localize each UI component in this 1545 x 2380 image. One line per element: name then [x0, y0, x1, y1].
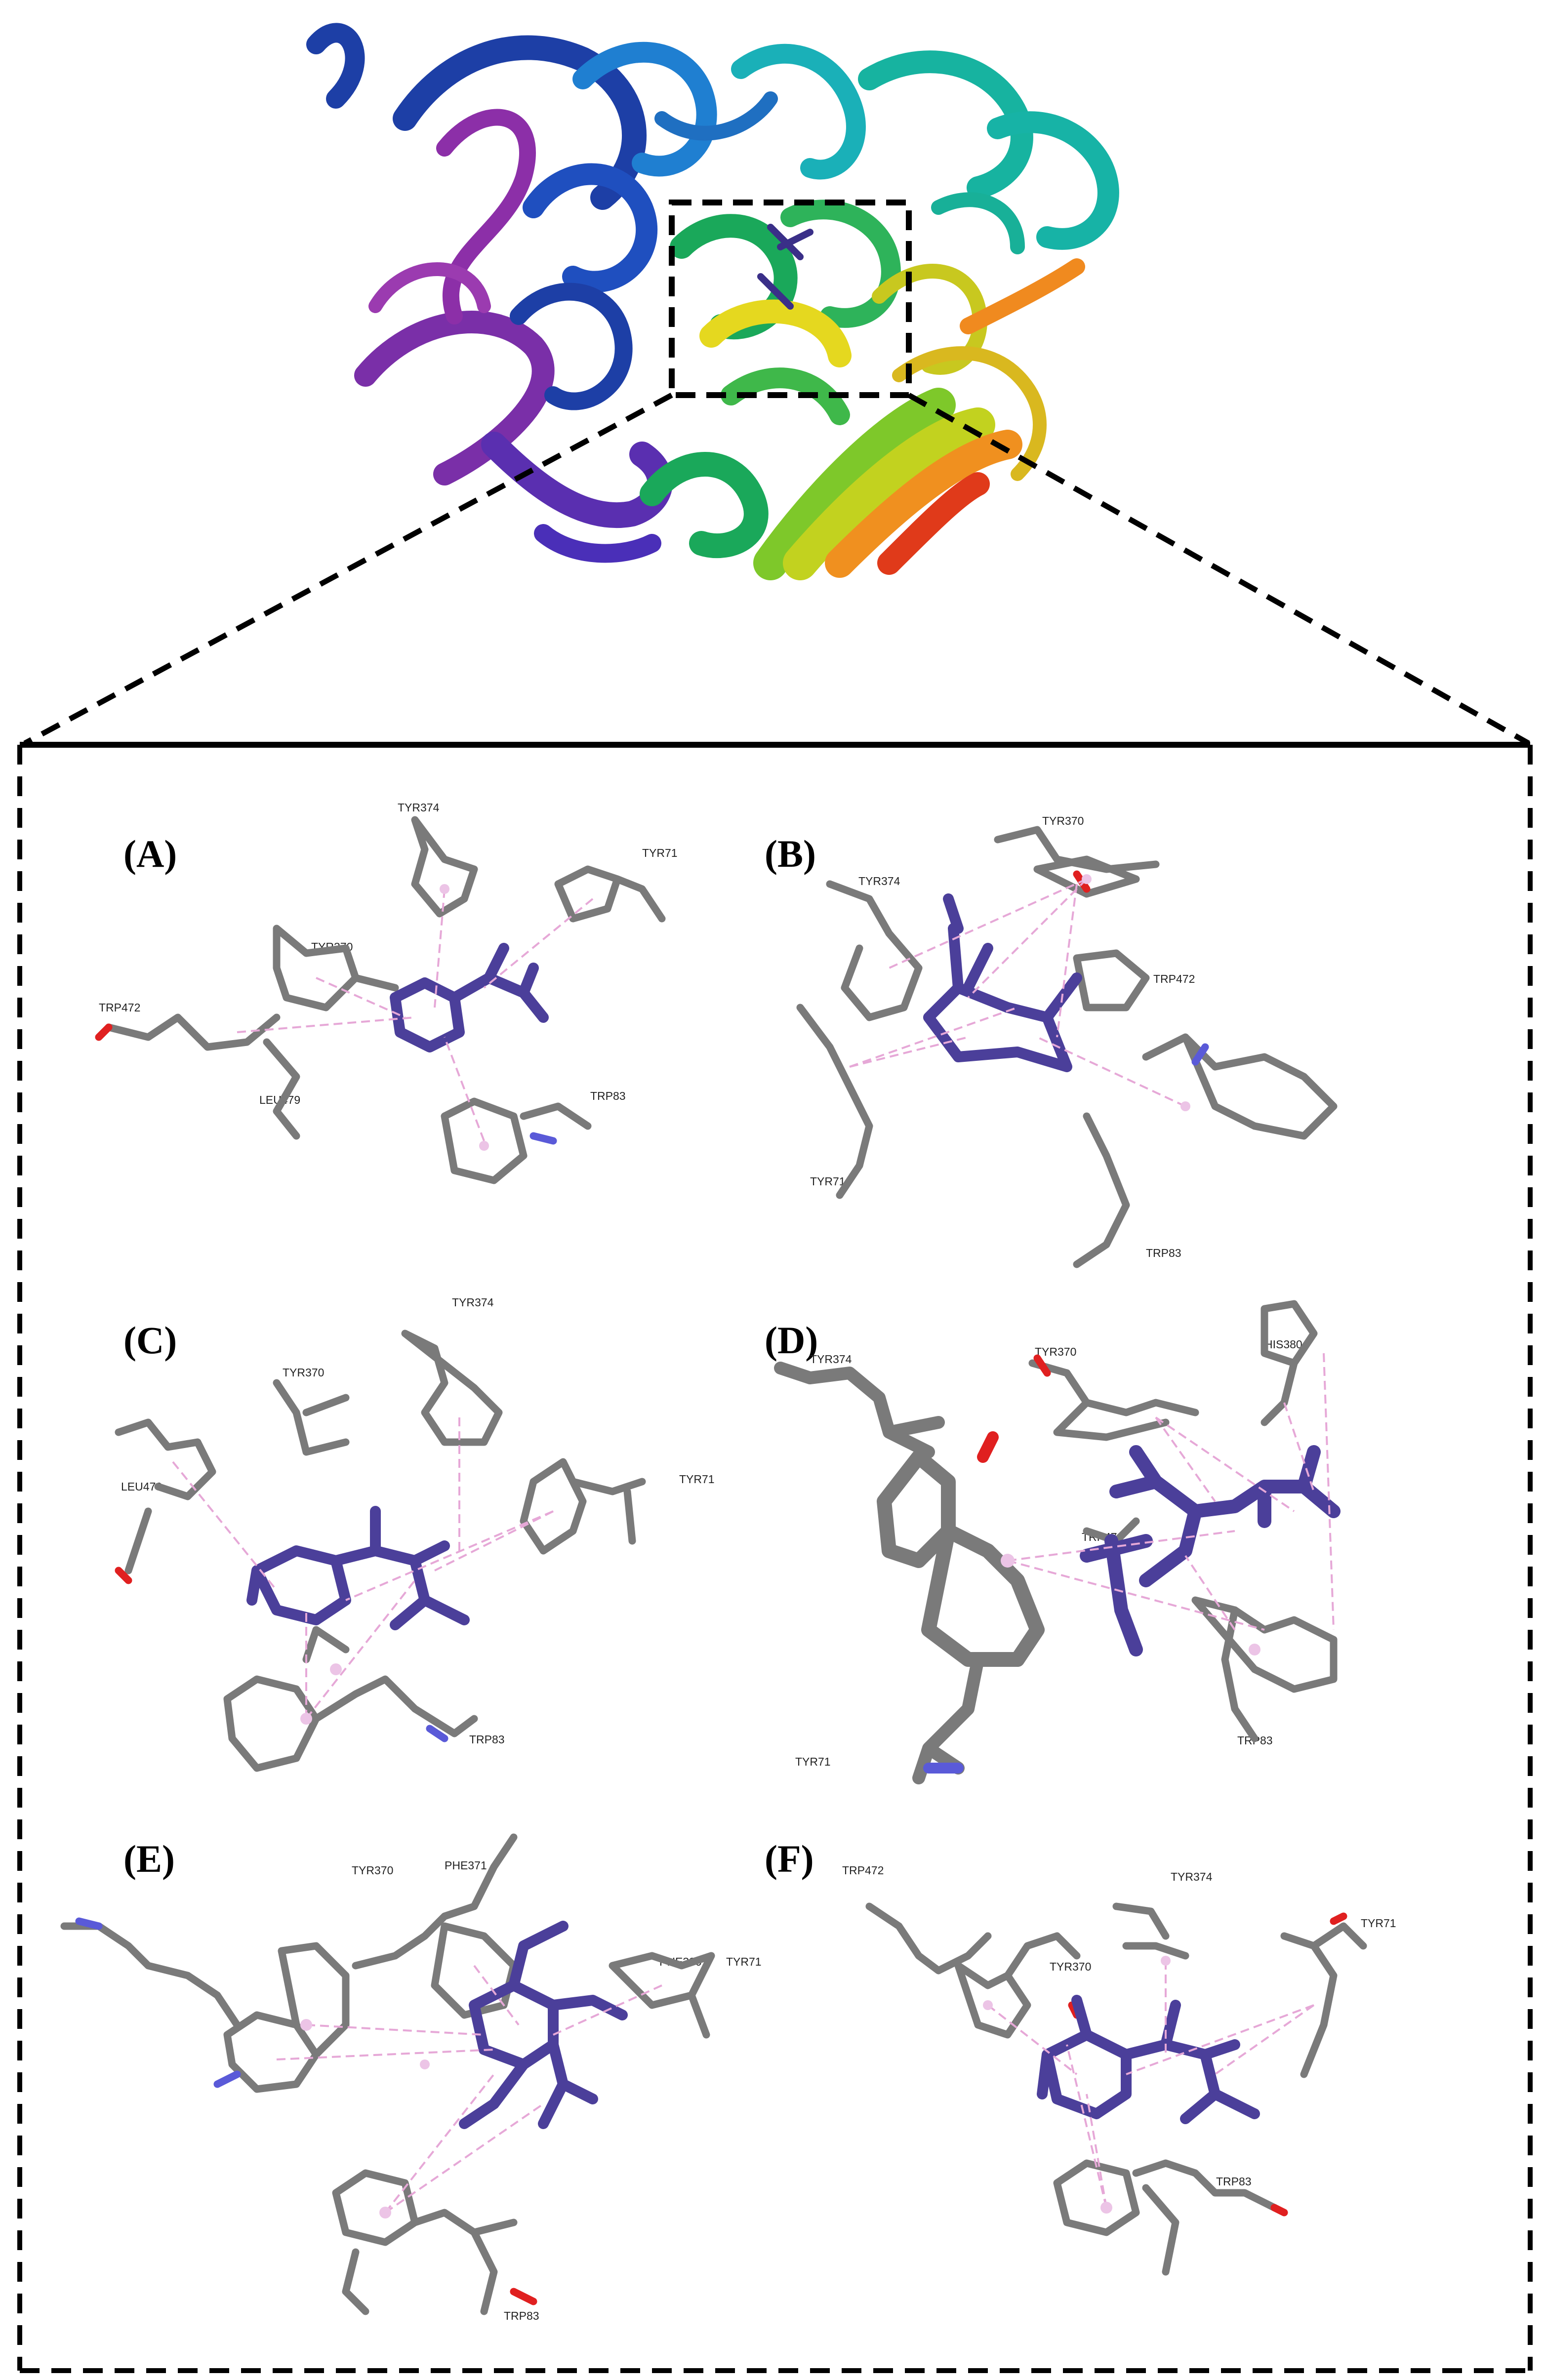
residue-label: TYR370 [1035, 1345, 1076, 1358]
residue-label: HIS380 [1264, 1338, 1302, 1351]
panel-c: (C) TYR374 TYR370 LEU479 TYR71 TRP83 [115, 1296, 715, 1772]
panel-label: (F) [765, 1837, 814, 1880]
ligand-sticks [459, 1921, 628, 2129]
residue-sticks [796, 826, 1338, 1268]
residue-label: TYR71 [1361, 1917, 1396, 1930]
panel-label: (D) [765, 1319, 818, 1362]
interaction-lines [983, 1956, 1315, 2214]
ligand-sticks [246, 1506, 470, 1630]
panel-b: (B) TYR370 TYR374 TRP472 TYR71 TRP83 [765, 814, 1338, 1268]
residue-sticks [865, 1902, 1367, 2276]
ligand-sticks [1080, 1445, 1341, 1656]
residue-sticks [95, 816, 666, 1184]
residue-sticks [774, 1300, 1338, 1784]
residue-label: TYR370 [352, 1864, 393, 1877]
panel-label: (C) [123, 1319, 177, 1362]
residue-label: TYR374 [452, 1296, 494, 1309]
residue-label: TYR374 [858, 875, 900, 887]
residue-label: TYR71 [810, 1175, 846, 1188]
detail-frame [17, 742, 1533, 2373]
residue-label: TYR370 [1050, 1960, 1091, 1973]
panel-a: (A) TYR374 TYR71 TYR370 TRP472 LEU479 TR… [95, 801, 678, 1184]
residue-label: TRP83 [504, 2309, 539, 2322]
residue-label: TYR71 [679, 1473, 715, 1486]
residue-label: TRP472 [1153, 972, 1195, 985]
residue-label: TRP83 [590, 1089, 626, 1102]
residue-sticks [115, 1330, 646, 1772]
panel-label: (E) [123, 1837, 175, 1880]
zoom-connector-lines [23, 393, 1530, 746]
ligand-sticks [923, 893, 1082, 1072]
panel-label: (B) [765, 832, 816, 875]
residue-label: TYR374 [810, 1353, 852, 1366]
residue-sticks [60, 1833, 715, 2315]
residue-label: TRP83 [1146, 1247, 1181, 1259]
interaction-lines [237, 884, 594, 1151]
residue-label: TRP83 [1216, 2175, 1252, 2188]
panel-e: (E) TYR370 PHE371 PHE330 TYR71 TRP83 [60, 1833, 762, 2322]
panel-d: (D) TYR370 TYR374 HIS380 TRP472 TYR71 TR… [765, 1300, 1341, 1784]
protein-overview [286, 10, 1136, 580]
interaction-lines [849, 874, 1190, 1111]
interaction-lines [276, 1965, 662, 2219]
residue-label: TYR71 [642, 847, 678, 859]
residue-label: PHE371 [445, 1859, 487, 1872]
ligand-sticks [1037, 1995, 1260, 2124]
residue-label: TRP472 [842, 1864, 884, 1877]
ligand-sticks [390, 943, 549, 1052]
interaction-lines [1001, 1353, 1335, 1655]
residue-label: TRP472 [99, 1001, 140, 1014]
residue-label: TYR374 [1171, 1870, 1213, 1883]
residue-label: TYR370 [1042, 814, 1084, 827]
panel-f: (F) TRP472 TYR374 TYR71 TYR370 TRP83 [765, 1837, 1396, 2276]
residue-label: TYR374 [398, 801, 440, 814]
residue-label: TYR71 [726, 1955, 762, 1968]
interaction-lines [172, 1417, 554, 1725]
panel-label: (A) [123, 832, 177, 875]
residue-label: TYR71 [795, 1755, 831, 1768]
residue-label: TYR370 [283, 1366, 324, 1379]
residue-label: TRP83 [469, 1733, 505, 1746]
